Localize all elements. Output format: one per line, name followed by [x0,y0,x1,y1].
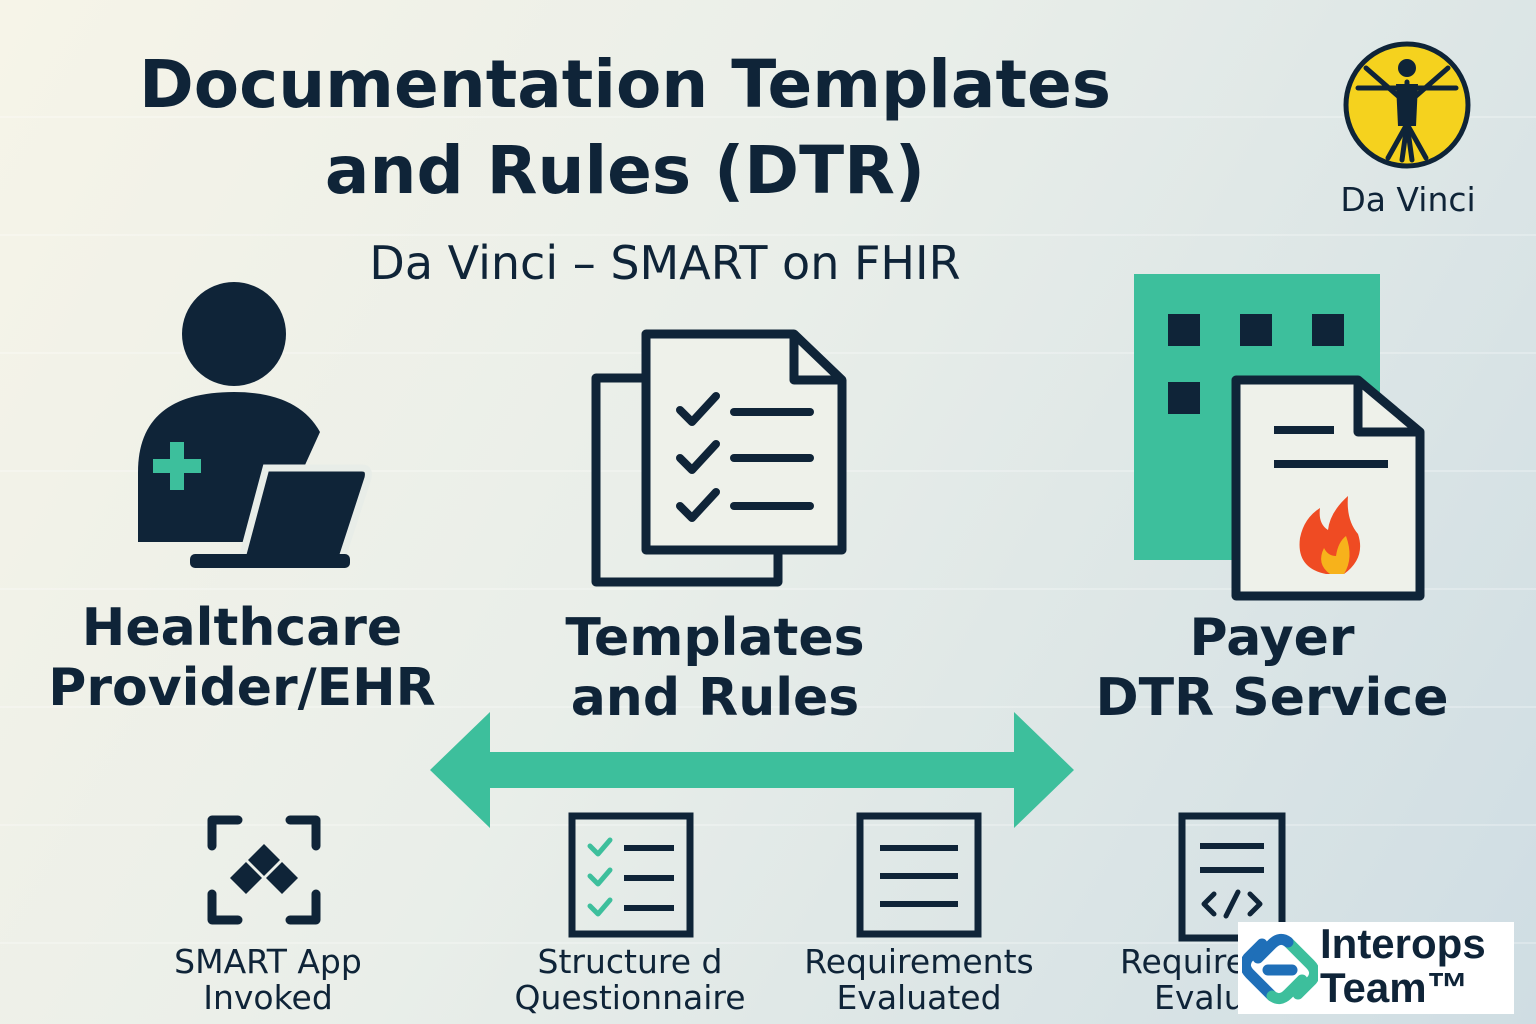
step-requirements-line-2: Evaluated [836,978,1002,1017]
step-questionnaire-label: Structure d Questionnaire [500,944,760,1016]
provider-label-line-1: Healthcare [81,598,403,658]
smart-app-icon [207,815,321,925]
step-questionnaire-line-2: Questionnaire [514,978,746,1017]
title-line-1: Documentation Templates [138,46,1112,123]
document-lines-icon [856,812,982,938]
step-require-line-2: Evalu [1154,978,1245,1017]
step-requirements-label: Requirements Evaluated [790,944,1048,1016]
payer-label: Payer DTR Service [1080,608,1464,728]
provider-label-line-2: Provider/EHR [48,658,436,718]
provider-label: Healthcare Provider/EHR [20,598,464,718]
step-questionnaire-line-1: Structure d [537,942,723,981]
step-smart-app-label: SMART App Invoked [150,944,386,1016]
code-document-icon [1178,812,1286,942]
step-require-line-1: Require [1120,942,1246,981]
double-arrow-icon [430,712,1074,828]
page-subtitle: Da Vinci – SMART on FHIR [369,236,961,290]
page-title: Documentation Templates and Rules (DTR) [0,42,1250,214]
step-smart-app-line-1: SMART App [174,942,362,981]
questionnaire-checklist-icon [568,812,694,938]
davinci-label: Da Vinci [1340,180,1476,219]
step-require-label: Require Evalu [1100,944,1340,1016]
templates-label-line-1: Templates [565,608,865,668]
title-line-2: and Rules (DTR) [324,132,926,209]
davinci-logo-icon [1343,41,1471,169]
interops-chain-icon [1242,933,1318,1005]
provider-laptop-icon [138,282,372,568]
interops-team-text: Interops Team™ [1320,922,1486,1010]
payer-building-document-icon [1134,274,1425,601]
templates-label-line-2: and Rules [570,668,860,728]
checklist-documents-icon [591,329,847,587]
interops-team-logo: Interops Team™ [1238,922,1514,1014]
payer-label-line-2: DTR Service [1095,668,1449,728]
interops-line-1: Interops [1320,920,1486,967]
templates-label: Templates and Rules [520,608,910,728]
payer-label-line-1: Payer [1189,608,1355,668]
interops-line-2: Team™ [1320,964,1469,1011]
step-smart-app-line-2: Invoked [203,978,333,1017]
step-requirements-line-1: Requirements [804,942,1034,981]
